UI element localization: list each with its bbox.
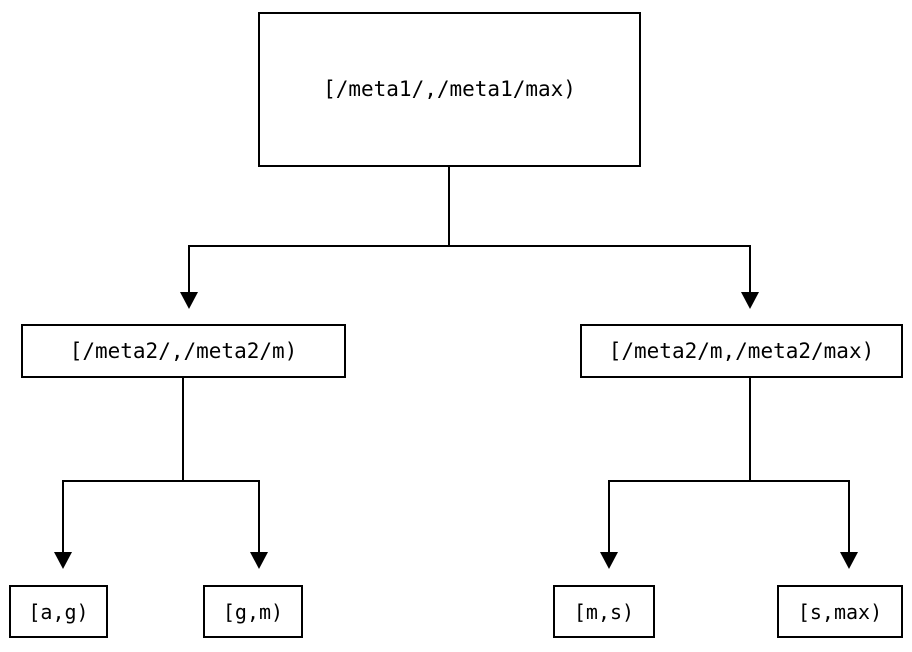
arrowhead-down-icon-leaf-smax (840, 552, 858, 569)
node-root[interactable]: [/meta1/,/meta1/max) (258, 12, 641, 167)
arrowhead-down-icon-mid-right (741, 292, 759, 309)
node-leaf-smax[interactable]: [s,max) (777, 585, 903, 638)
node-mid-right[interactable]: [/meta2/m,/meta2/max) (580, 324, 903, 378)
node-mid-left[interactable]: [/meta2/,/meta2/m) (21, 324, 346, 378)
arrowhead-down-icon-leaf-gm (250, 552, 268, 569)
edge-mid-left-to-leaf-ag (62, 480, 64, 553)
node-leaf-ms[interactable]: [m,s) (553, 585, 655, 638)
edge-mid-right-stem (749, 378, 751, 481)
node-leaf-smax-label: [s,max) (797, 599, 883, 624)
edge-mid-left-branch-bar (62, 480, 260, 482)
edge-root-stem (448, 166, 450, 247)
node-leaf-gm-label: [g,m) (222, 599, 284, 624)
arrowhead-down-icon-leaf-ms (600, 552, 618, 569)
edge-mid-left-to-leaf-gm (258, 480, 260, 553)
node-leaf-ag[interactable]: [a,g) (9, 585, 108, 638)
node-leaf-gm[interactable]: [g,m) (203, 585, 303, 638)
edge-mid-left-stem (182, 378, 184, 481)
edge-mid-right-branch-bar (608, 480, 850, 482)
arrowhead-down-icon-mid-left (180, 292, 198, 309)
node-leaf-ms-label: [m,s) (573, 599, 635, 624)
arrowhead-down-icon-leaf-ag (54, 552, 72, 569)
edge-mid-right-to-leaf-smax (848, 480, 850, 553)
edge-root-branch-bar (188, 245, 751, 247)
edge-root-to-mid-right (749, 245, 751, 293)
node-mid-left-label: [/meta2/,/meta2/m) (69, 338, 298, 363)
edge-mid-right-to-leaf-ms (608, 480, 610, 553)
node-root-label: [/meta1/,/meta1/max) (323, 77, 576, 101)
node-leaf-ag-label: [a,g) (28, 599, 89, 624)
edge-root-to-mid-left (188, 245, 190, 293)
node-mid-right-label: [/meta2/m,/meta2/max) (608, 338, 875, 363)
